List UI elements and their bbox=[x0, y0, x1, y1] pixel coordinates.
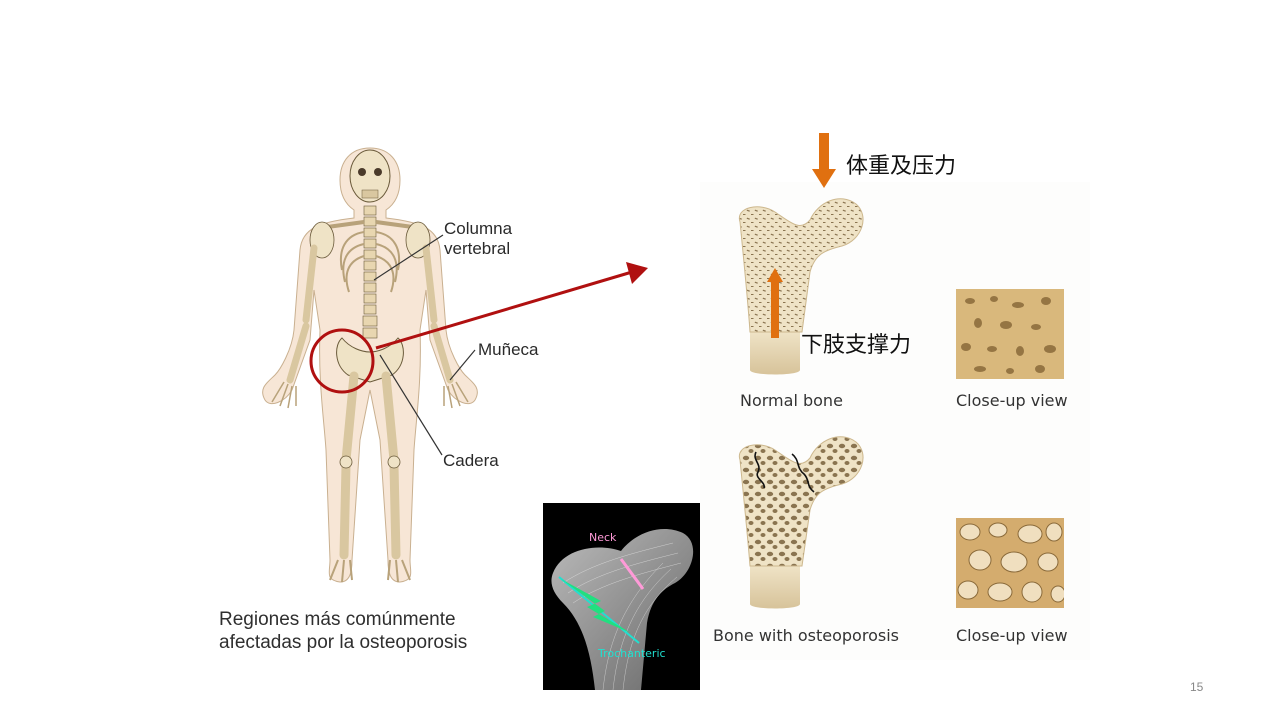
skeleton-caption: Regiones más comúnmente afectadas por la… bbox=[219, 609, 468, 653]
spine bbox=[362, 205, 378, 339]
spine-label: Columna vertebral bbox=[444, 219, 513, 258]
closeup-label-1: Close-up view bbox=[956, 391, 1068, 410]
force-up-label: 下肢支撑力 bbox=[801, 333, 912, 358]
closeup-label-2: Close-up view bbox=[956, 626, 1068, 645]
force-down-label: 体重及压力 bbox=[846, 154, 957, 179]
normal-bone-label: Normal bone bbox=[740, 391, 843, 410]
force-up-arrow bbox=[767, 268, 783, 338]
wrist-label: Muñeca bbox=[478, 340, 539, 359]
fracture-bolt-marker bbox=[561, 579, 631, 633]
pelvis bbox=[336, 337, 404, 383]
hip-highlight-circle bbox=[309, 328, 375, 394]
osteoporosis-bone bbox=[738, 436, 864, 609]
arm-bones bbox=[286, 244, 454, 384]
closeup-normal bbox=[956, 289, 1064, 379]
neck-fracture-line bbox=[619, 558, 645, 590]
skull bbox=[349, 149, 391, 203]
osteoporosis-bone-label: Bone with osteoporosis bbox=[713, 626, 899, 645]
hip-label: Cadera bbox=[443, 451, 499, 470]
closeup-osteoporosis bbox=[956, 518, 1064, 608]
hip-to-bone-arrow bbox=[375, 262, 648, 350]
skeleton-figure bbox=[262, 147, 478, 583]
neck-label: Neck bbox=[589, 531, 617, 544]
normal-bone bbox=[738, 198, 864, 375]
trochanteric-label: Trochanteric bbox=[598, 647, 666, 660]
slide-number: 15 bbox=[1190, 680, 1204, 694]
femur-xray-drawing bbox=[551, 529, 694, 690]
force-down-arrow bbox=[812, 133, 836, 188]
femur-xray: Neck Trochanteric bbox=[543, 503, 700, 690]
